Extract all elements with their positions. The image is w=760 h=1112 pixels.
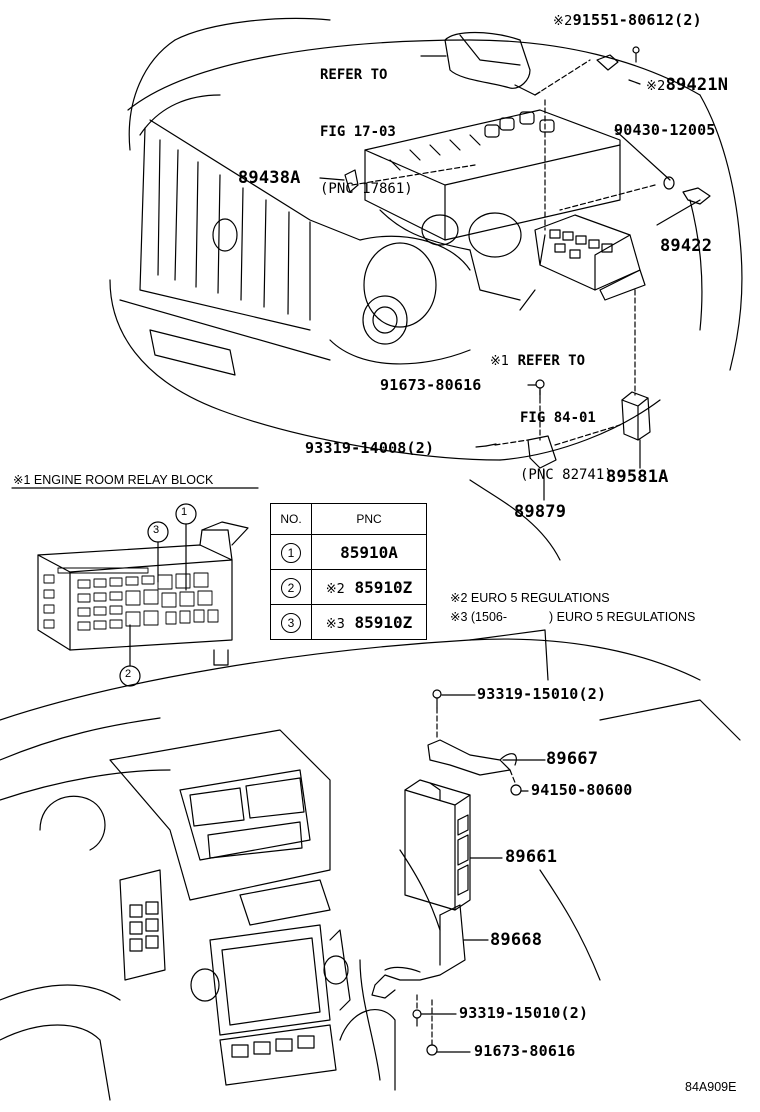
table-row[interactable]: 3 ※3 85910Z [270,604,427,640]
ref-fig-17-03: REFER TO FIG 17-03 (PNC 17861) [320,28,413,218]
part-number: 89421N [665,75,729,95]
note-part: ※3 (1506- [450,610,508,624]
pnc-value: 85910Z [354,577,413,597]
ref-text: REFER TO [517,353,586,369]
note-mark: ※1 [490,354,510,369]
note-part: ) EURO 5 REGULATIONS [549,610,696,624]
note-mark: ※2 [553,14,573,29]
part-label-90430-12005[interactable]: 90430-12005 [614,121,716,139]
engine-bay-illustration [109,17,743,561]
row-number: 3 [281,612,301,633]
callout-3: 3 [153,524,160,536]
ref-line: FIG 84-01 [520,410,596,426]
part-label-93319-14008[interactable]: 93319-14008(2) [305,439,435,457]
row-no-cell: 2 [270,569,312,605]
note-mark: ※2 [325,581,345,597]
part-label-93319-15010-lower[interactable]: 93319-15010(2) [459,1004,589,1022]
relay-block-detail [11,487,259,687]
table-row[interactable]: 2 ※2 85910Z [270,569,427,605]
callout-1: 1 [181,506,188,518]
part-label-91673-80616-lower[interactable]: 91673-80616 [474,1042,576,1060]
dashboard-illustration [0,629,741,1101]
part-label-89421N[interactable]: ※289421N [646,76,728,96]
row-pnc-cell: ※2 85910Z [311,569,427,605]
row-pnc-cell: 85910A [311,534,427,570]
part-label-91551-80612[interactable]: ※291551-80612(2) [553,12,702,30]
part-label-89661[interactable]: 89661 [505,847,558,867]
part-number: 91551-80612(2) [572,11,702,29]
part-label-94150-80600[interactable]: 94150-80600 [531,781,633,799]
header-no: NO. [270,503,312,535]
note-euro5: ※2 EURO 5 REGULATIONS [450,591,610,605]
note-euro5-1506: ※3 (1506- ) EURO 5 REGULATIONS [450,609,695,624]
ref-line: FIG 17-03 [320,124,396,140]
part-label-89422[interactable]: 89422 [660,236,713,256]
pnc-value: 85910A [340,542,398,562]
row-number: 1 [281,542,301,563]
ref-line: (PNC 82741) [520,467,613,483]
part-label-93319-15010-upper[interactable]: 93319-15010(2) [477,685,607,703]
ref-line: REFER TO [320,67,388,83]
ref-fig-84-01: ※1 REFER TO FIG 84-01 (PNC 82741) [490,314,613,504]
row-no-cell: 1 [270,534,312,570]
pnc-value: 85910Z [354,612,413,632]
table-header-row: NO. PNC [270,503,427,535]
callout-2: 2 [125,668,132,680]
part-label-89668[interactable]: 89668 [490,930,543,950]
table-row[interactable]: 1 85910A [270,534,427,570]
row-no-cell: 3 [270,604,312,640]
ref-line: (PNC 17861) [320,181,413,197]
relay-block-title: ※1 ENGINE ROOM RELAY BLOCK [13,473,214,487]
pnc-table: NO. PNC 1 85910A 2 ※2 85910Z 3 ※3 85910Z [270,503,427,640]
part-label-89438A[interactable]: 89438A [238,168,301,188]
row-pnc-cell: ※3 85910Z [311,604,427,640]
header-pnc: PNC [311,503,427,535]
part-label-89879[interactable]: 89879 [514,502,567,522]
part-label-89667[interactable]: 89667 [546,749,599,769]
row-number: 2 [281,577,301,598]
note-mark: ※3 [325,616,345,632]
part-label-91673-80616-upper[interactable]: 91673-80616 [380,376,482,394]
part-label-89581A[interactable]: 89581A [606,467,669,487]
ref-line: ※1 REFER TO [490,352,613,371]
figure-code: 84A909E [685,1080,737,1094]
note-mark: ※2 [646,79,666,94]
